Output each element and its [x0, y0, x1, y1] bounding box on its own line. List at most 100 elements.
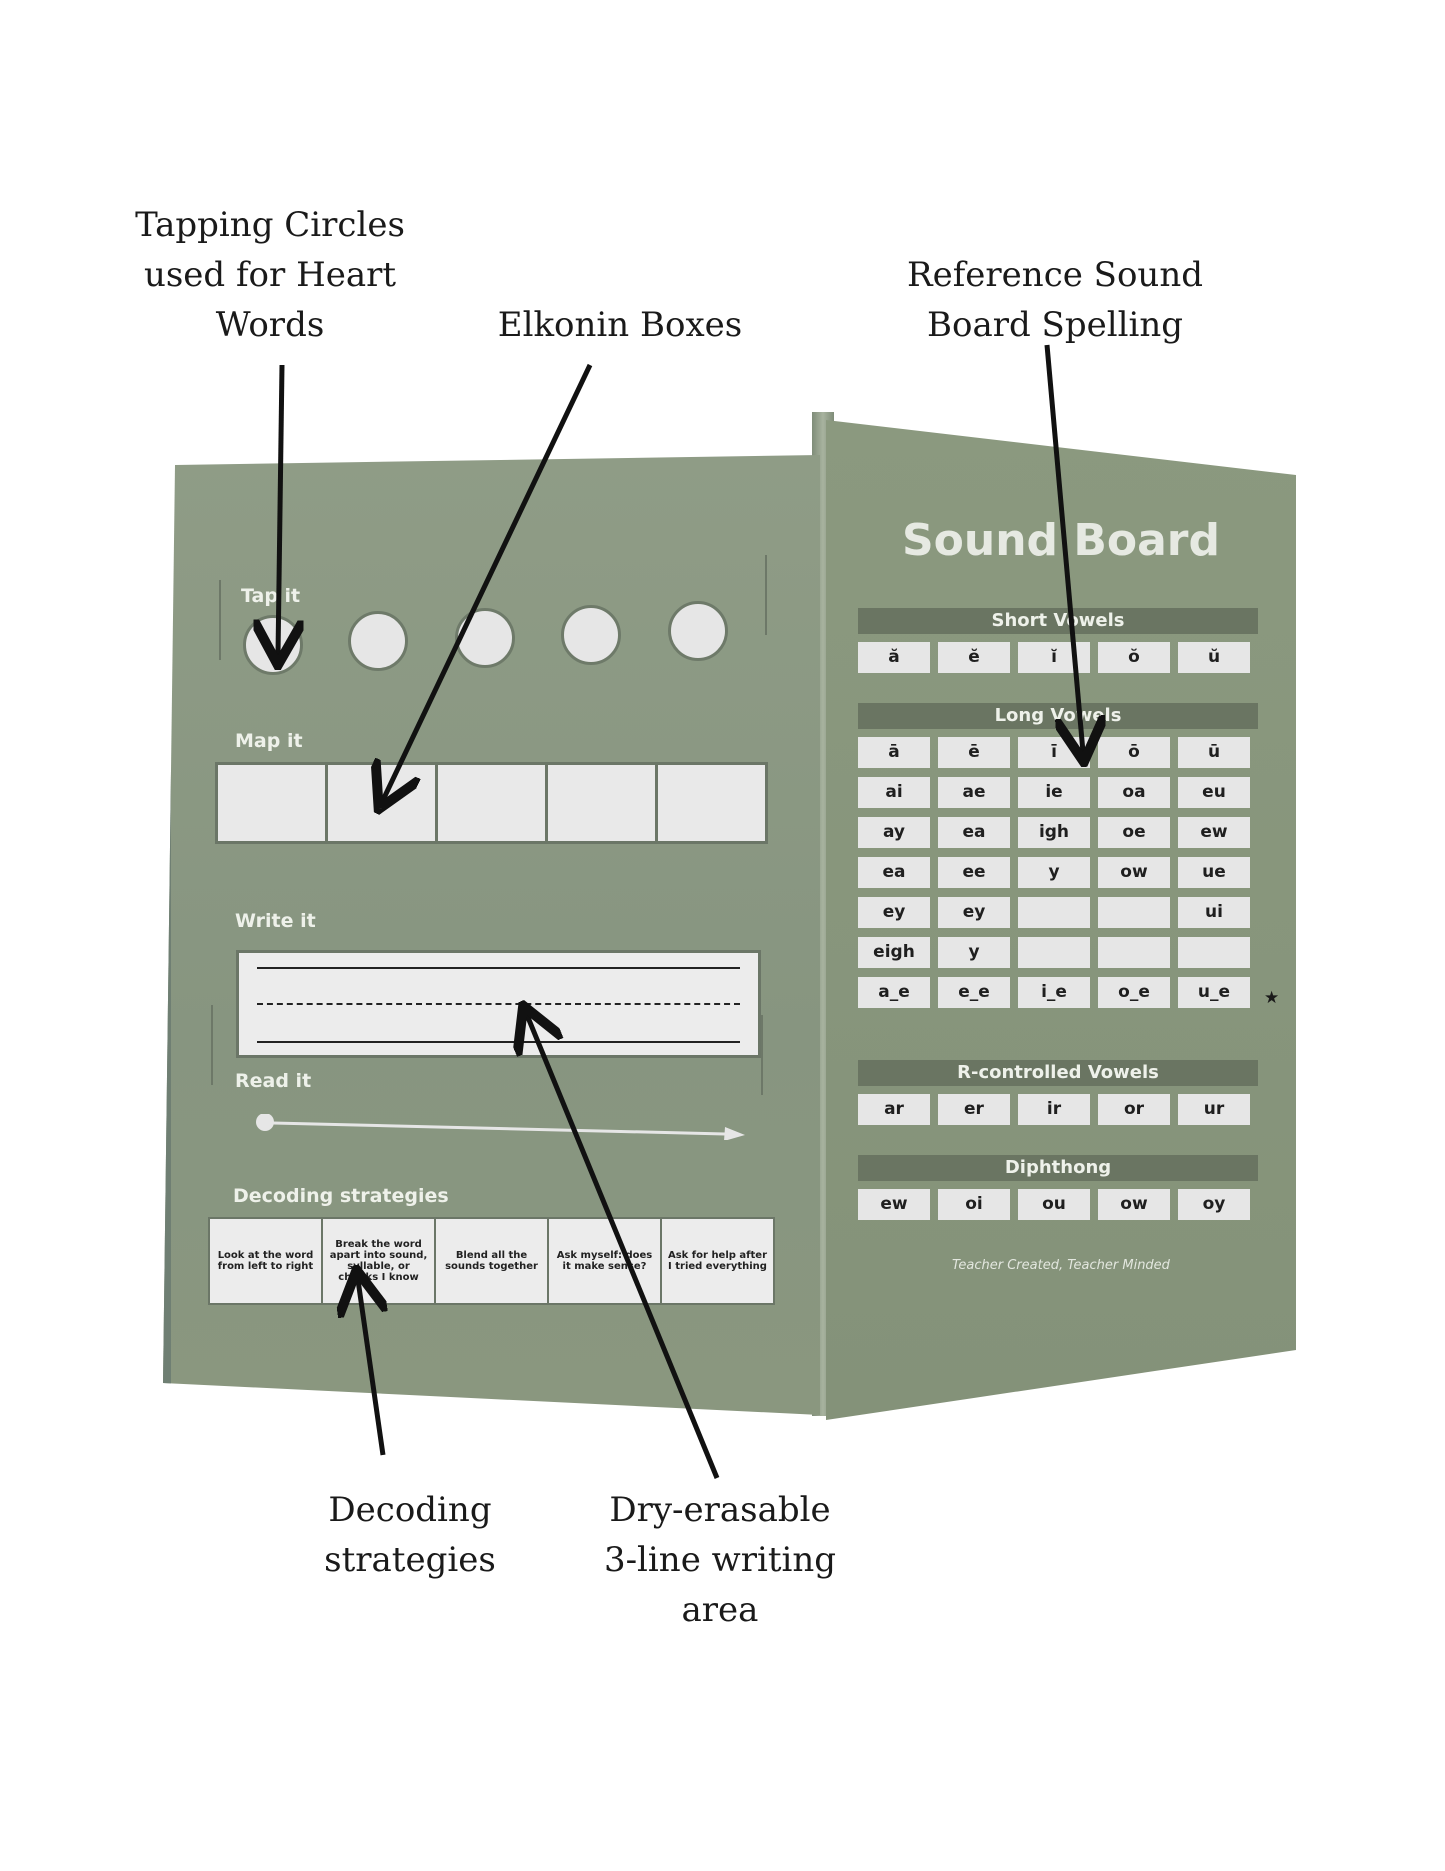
sound-cell: or	[1098, 1094, 1170, 1125]
r-controlled-grid: ar er ir or ur	[858, 1094, 1250, 1125]
sound-cell: ĕ	[938, 642, 1010, 673]
sound-cell: ie	[1018, 777, 1090, 808]
long-vowels-grid: ā ē ī ō ū ai ae ie oa eu ay ea igh oe ew…	[858, 737, 1250, 1008]
tapping-circle[interactable]	[668, 601, 728, 661]
sound-cell: eigh	[858, 937, 930, 968]
sound-cell: ee	[938, 857, 1010, 888]
sound-cell: oi	[938, 1189, 1010, 1220]
sound-cell: ă	[858, 642, 930, 673]
sound-cell: y	[1018, 857, 1090, 888]
sound-cell: ar	[858, 1094, 930, 1125]
write-it-label: Write it	[235, 910, 316, 932]
sound-board-title: Sound Board	[901, 515, 1221, 566]
sound-cell: e_e	[938, 977, 1010, 1008]
short-vowels-grid: ă ĕ ĭ ŏ ŭ	[858, 642, 1250, 673]
edge-mark	[211, 1005, 213, 1085]
sound-cell: oa	[1098, 777, 1170, 808]
tapping-circle[interactable]	[455, 608, 515, 668]
diphthong-header: Diphthong	[858, 1155, 1258, 1181]
sound-cell	[1178, 937, 1250, 968]
sound-cell: ue	[1178, 857, 1250, 888]
r-controlled-header: R-controlled Vowels	[858, 1060, 1258, 1086]
sound-cell: u_e	[1178, 977, 1250, 1008]
top-writing-line	[257, 967, 740, 969]
tapping-circle[interactable]	[561, 605, 621, 665]
decoding-strategy-cards: Look at the word from left to right Brea…	[208, 1217, 775, 1305]
tapping-circle[interactable]	[243, 615, 303, 675]
mid-writing-line	[257, 1003, 740, 1005]
sound-cell: ew	[1178, 817, 1250, 848]
elkonin-box[interactable]	[658, 765, 765, 841]
callout-decoding-strategies: Decoding strategies	[324, 1490, 496, 1580]
sound-cell: ir	[1018, 1094, 1090, 1125]
elkonin-boxes	[215, 762, 768, 844]
diphthong-grid: ew oi ou ow oy	[858, 1189, 1250, 1220]
callout-tapping-circles: Tapping Circles used for Heart Words	[135, 205, 405, 345]
word-work-panel: Tap it Map it Write it Read it Decoding …	[163, 455, 820, 1415]
callout-writing-area: Dry-erasable 3-line writing area	[603, 1490, 837, 1630]
sound-cell: ew	[858, 1189, 930, 1220]
long-vowels-header: Long Vowels	[858, 703, 1258, 729]
sound-cell: ŏ	[1098, 642, 1170, 673]
sound-cell	[1098, 897, 1170, 928]
sound-cell	[1098, 937, 1170, 968]
strategy-card: Ask for help after I tried everything	[662, 1219, 773, 1303]
sound-cell	[1018, 937, 1090, 968]
sound-cell: ā	[858, 737, 930, 768]
tapping-circles	[243, 601, 783, 685]
read-it-arrow	[256, 1114, 745, 1140]
elkonin-box[interactable]	[328, 765, 435, 841]
sound-cell: ey	[858, 897, 930, 928]
sound-cell: er	[938, 1094, 1010, 1125]
elkonin-box[interactable]	[438, 765, 545, 841]
sound-cell: ai	[858, 777, 930, 808]
edge-mark	[761, 1015, 763, 1095]
sound-cell: ey	[938, 897, 1010, 928]
edge-mark	[219, 580, 221, 660]
sound-cell: ur	[1178, 1094, 1250, 1125]
strategy-card: Look at the word from left to right	[210, 1219, 321, 1303]
sound-cell: y	[938, 937, 1010, 968]
sound-cell: ū	[1178, 737, 1250, 768]
callout-sound-board: Reference Sound Board Spelling	[907, 255, 1203, 345]
callout-elkonin-boxes: Elkonin Boxes	[497, 305, 743, 345]
base-writing-line	[257, 1041, 740, 1043]
sound-cell: ō	[1098, 737, 1170, 768]
writing-area[interactable]	[236, 950, 761, 1058]
strategy-card: Blend all the sounds together	[436, 1219, 547, 1303]
sound-cell: eu	[1178, 777, 1250, 808]
sound-cell: ē	[938, 737, 1010, 768]
elkonin-box[interactable]	[548, 765, 655, 841]
sound-cell: oy	[1178, 1189, 1250, 1220]
short-vowels-header: Short Vowels	[858, 608, 1258, 634]
star-icon: ★	[1264, 988, 1280, 1008]
sound-cell: ea	[938, 817, 1010, 848]
tagline: Teacher Created, Teacher Minded	[952, 1258, 1170, 1273]
sound-cell: oe	[1098, 817, 1170, 848]
elkonin-box[interactable]	[218, 765, 325, 841]
sound-cell: ea	[858, 857, 930, 888]
sound-cell: ay	[858, 817, 930, 848]
strategy-card: Ask myself: does it make sense?	[549, 1219, 660, 1303]
sound-cell: ī	[1018, 737, 1090, 768]
sound-cell: ĭ	[1018, 642, 1090, 673]
read-it-label: Read it	[235, 1070, 312, 1092]
sound-cell: ow	[1098, 857, 1170, 888]
strategy-card: Break the word apart into sound, syllabl…	[323, 1219, 434, 1303]
tap-it-label: Tap it	[241, 585, 301, 607]
sound-board-panel: Sound Board Short Vowels ă ĕ ĭ ŏ ŭ Long …	[826, 420, 1296, 1420]
decoding-strategies-label: Decoding strategies	[233, 1185, 449, 1207]
sound-cell: ow	[1098, 1189, 1170, 1220]
sound-cell: igh	[1018, 817, 1090, 848]
sound-cell: ou	[1018, 1189, 1090, 1220]
sound-cell: o_e	[1098, 977, 1170, 1008]
sound-cell: a_e	[858, 977, 930, 1008]
sound-cell: ui	[1178, 897, 1250, 928]
sound-cell: ŭ	[1178, 642, 1250, 673]
map-it-label: Map it	[235, 730, 303, 752]
sound-cell: ae	[938, 777, 1010, 808]
sound-cell: i_e	[1018, 977, 1090, 1008]
edge-mark	[765, 555, 767, 635]
tapping-circle[interactable]	[348, 611, 408, 671]
sound-cell	[1018, 897, 1090, 928]
